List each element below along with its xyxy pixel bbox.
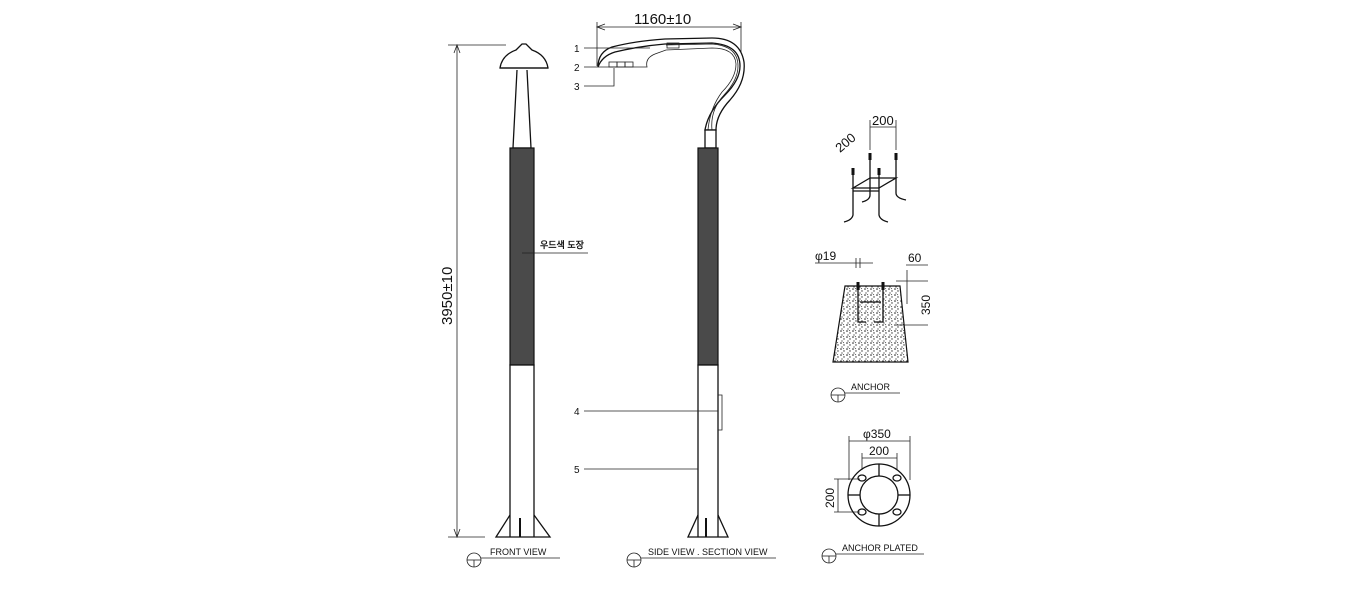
- front-view: 3950±10 우드색 도장 FRONT VIEW: [439, 43, 588, 568]
- wood-section-front: [509, 147, 535, 366]
- cage-dim-a: 200: [832, 130, 858, 155]
- lower-pole-side: [697, 364, 719, 518]
- anchor-cage: 200 200: [832, 113, 907, 223]
- callout-5: 5: [574, 465, 580, 476]
- plate-dim-vertical: 200: [823, 488, 837, 508]
- lower-pole-front: [509, 364, 535, 518]
- anchor-plate: φ350 200 200 ANCHOR PLATED: [821, 427, 924, 564]
- anchor-footing: φ19 60 350 ANCHOR: [815, 249, 933, 403]
- arm-dimension-label: 1160±10: [634, 11, 691, 28]
- svg-text:SIDE VIEW . SECTION VIEW: SIDE VIEW . SECTION VIEW: [648, 547, 768, 557]
- arm-dimension: 1160±10: [595, 11, 743, 66]
- anchor-title: ANCHOR: [830, 382, 900, 403]
- access-door: [718, 394, 723, 431]
- svg-text:FRONT VIEW: FRONT VIEW: [490, 547, 547, 557]
- svg-text:ANCHOR: ANCHOR: [851, 382, 891, 392]
- wood-section-side: [697, 147, 719, 366]
- bolt-diameter: φ19: [815, 249, 836, 263]
- cage-dim-b: 200: [872, 113, 894, 128]
- depth-dim: 350: [919, 295, 933, 315]
- svg-text:ANCHOR PLATED: ANCHOR PLATED: [842, 543, 918, 553]
- callout-2: 2: [574, 63, 580, 74]
- callouts: 1 2 3 4 5: [574, 44, 718, 476]
- height-dimension: 3950±10: [439, 43, 506, 539]
- lamp-arm: [597, 37, 745, 149]
- base-front: [494, 514, 552, 538]
- anchor-plated-title: ANCHOR PLATED: [821, 543, 924, 564]
- callout-3: 3: [574, 82, 580, 93]
- height-dimension-label: 3950±10: [439, 267, 456, 325]
- finish-note: 우드색 도장: [540, 239, 585, 250]
- plate-diameter: φ350: [863, 427, 891, 441]
- front-view-title: FRONT VIEW: [466, 547, 560, 568]
- plate-dim-horizontal: 200: [869, 444, 889, 458]
- side-view-title: SIDE VIEW . SECTION VIEW: [626, 547, 776, 568]
- top-dim: 60: [908, 251, 922, 265]
- side-view: 1160±10 1 2 3: [574, 11, 776, 568]
- base-side: [686, 514, 730, 538]
- lamp-head-front: [499, 43, 549, 149]
- callout-1: 1: [574, 44, 580, 55]
- callout-4: 4: [574, 407, 580, 418]
